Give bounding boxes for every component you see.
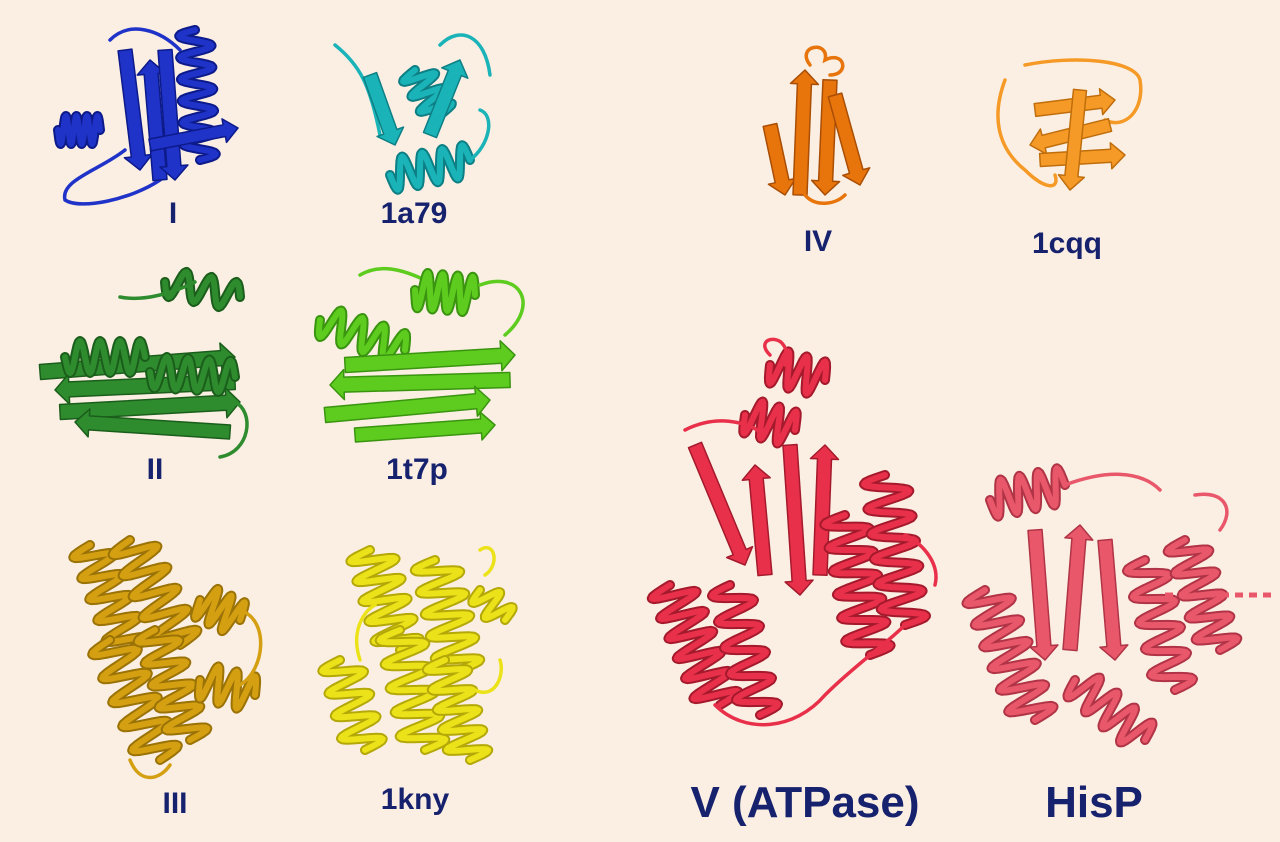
protein-structure-HisP xyxy=(961,463,1275,748)
beta-strand-arrow xyxy=(362,71,405,146)
protein-structure-V xyxy=(646,337,938,727)
helix-ribbon xyxy=(1064,674,1156,746)
helix-ribbon xyxy=(412,270,478,315)
beta-strand-arrow xyxy=(741,464,773,577)
coil-loop xyxy=(996,78,1058,188)
coil-loop xyxy=(354,603,377,662)
coil-loop xyxy=(333,43,382,137)
helix-ribbon xyxy=(319,657,386,753)
beta-strand-arrow xyxy=(1097,538,1129,661)
beta-strand-arrow xyxy=(353,411,496,443)
coil-loop xyxy=(438,33,492,77)
label-I: I xyxy=(168,197,178,230)
beta-strand-arrow xyxy=(789,69,820,197)
coil-loop xyxy=(903,533,938,587)
coil-loop xyxy=(468,108,491,162)
coil-loop xyxy=(473,658,503,694)
protein-structure-IV xyxy=(762,45,871,205)
protein-structure-II xyxy=(38,267,249,459)
beta-strand-arrow xyxy=(782,443,814,596)
helix-ribbon xyxy=(147,354,238,395)
protein-structure-1cqq xyxy=(996,58,1143,191)
helix-ribbon xyxy=(411,557,484,673)
beta-strand-arrow xyxy=(117,48,153,171)
helix-ribbon xyxy=(134,627,211,743)
beta-strand-arrow xyxy=(329,368,511,401)
helix-ribbon xyxy=(315,307,410,363)
helix-ribbon xyxy=(861,472,929,628)
coil-loop xyxy=(803,193,847,205)
helix-ribbon xyxy=(709,582,781,718)
helix-ribbon xyxy=(423,657,492,763)
helix-ribbon xyxy=(821,512,894,658)
helix-ribbon xyxy=(376,627,449,753)
coil-loop xyxy=(713,623,907,727)
helix-ribbon xyxy=(765,348,830,397)
helix-ribbon xyxy=(648,582,742,708)
helix-ribbon xyxy=(89,637,181,763)
helix-ribbon xyxy=(740,398,800,447)
beta-strand-arrow xyxy=(1027,528,1059,661)
protein-structure-1a79 xyxy=(333,33,492,195)
beta-strand-arrow xyxy=(58,387,241,421)
beta-strand-arrow xyxy=(323,385,491,424)
beta-strand-arrow xyxy=(422,59,469,139)
label-II: II xyxy=(146,453,164,486)
beta-strand-arrow xyxy=(1062,524,1094,652)
coil-loop xyxy=(1193,492,1229,532)
helix-ribbon xyxy=(62,338,148,376)
beta-strand-arrow xyxy=(762,122,797,196)
coil-loop xyxy=(478,546,496,577)
label-HisP: HisP xyxy=(1045,778,1143,827)
coil-loop xyxy=(108,27,182,52)
coil-loop xyxy=(763,337,789,367)
label-III: III xyxy=(162,787,188,820)
helix-ribbon xyxy=(987,465,1068,520)
beta-strand-arrow xyxy=(1038,142,1126,170)
coil-loop xyxy=(804,45,845,77)
helix-ribbon xyxy=(55,113,103,147)
helix-ribbon xyxy=(963,587,1057,723)
helix-ribbon xyxy=(1124,557,1196,693)
coil-loop xyxy=(128,758,172,780)
helix-ribbon xyxy=(469,587,516,623)
protein-structure-I xyxy=(53,25,239,206)
helix-ribbon xyxy=(162,269,243,310)
coil-loop xyxy=(118,280,197,301)
coil-loop xyxy=(238,608,263,687)
beta-strand-arrow xyxy=(74,408,232,440)
beta-strand-arrow xyxy=(343,340,516,374)
label-1t7p: 1t7p xyxy=(386,453,448,486)
protein-structure-1kny xyxy=(317,545,518,765)
coil-loop xyxy=(1023,58,1143,125)
helix-ribbon xyxy=(387,142,473,193)
beta-strand-arrow xyxy=(148,118,239,152)
coil-loop xyxy=(63,148,162,206)
coil-loop xyxy=(478,279,525,337)
label-IV: IV xyxy=(803,225,833,258)
helix-ribbon xyxy=(192,585,248,635)
coil-loop xyxy=(218,400,249,459)
label-1cqq: 1cqq xyxy=(1031,227,1103,260)
label-1kny: 1kny xyxy=(380,783,450,816)
label-1a79: 1a79 xyxy=(380,197,448,230)
helix-ribbon xyxy=(1164,537,1241,653)
coil-loop xyxy=(683,419,767,437)
beta-strand-arrow xyxy=(687,441,754,566)
protein-structure-III xyxy=(68,535,263,780)
protein-structure-1t7p xyxy=(313,266,525,443)
helix-ribbon xyxy=(195,663,260,712)
beta-strand-arrow xyxy=(809,444,840,577)
beta-strand-arrow xyxy=(1057,88,1088,191)
coil-loop xyxy=(1063,472,1162,492)
beta-strand-arrow xyxy=(827,92,871,186)
label-V-ATPase: V (ATPase) xyxy=(690,778,920,827)
